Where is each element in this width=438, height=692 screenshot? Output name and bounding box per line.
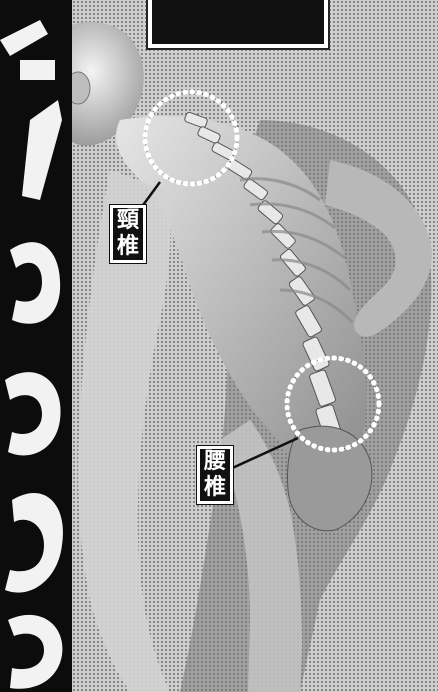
label-cervical-line2: 椎: [113, 234, 143, 260]
label-cervical-line1: 頸: [113, 208, 143, 234]
neck-highlight-circle: [145, 92, 237, 184]
label-lumbar-line1: 腰: [200, 449, 230, 475]
lumbar-highlight-circle: [287, 358, 379, 450]
label-lumbar-line2: 椎: [200, 475, 230, 501]
label-cervical-spine: 頸 椎: [110, 205, 146, 263]
label-lumbar-spine: 腰 椎: [197, 446, 233, 504]
lumbar-leader-line: [228, 438, 298, 470]
